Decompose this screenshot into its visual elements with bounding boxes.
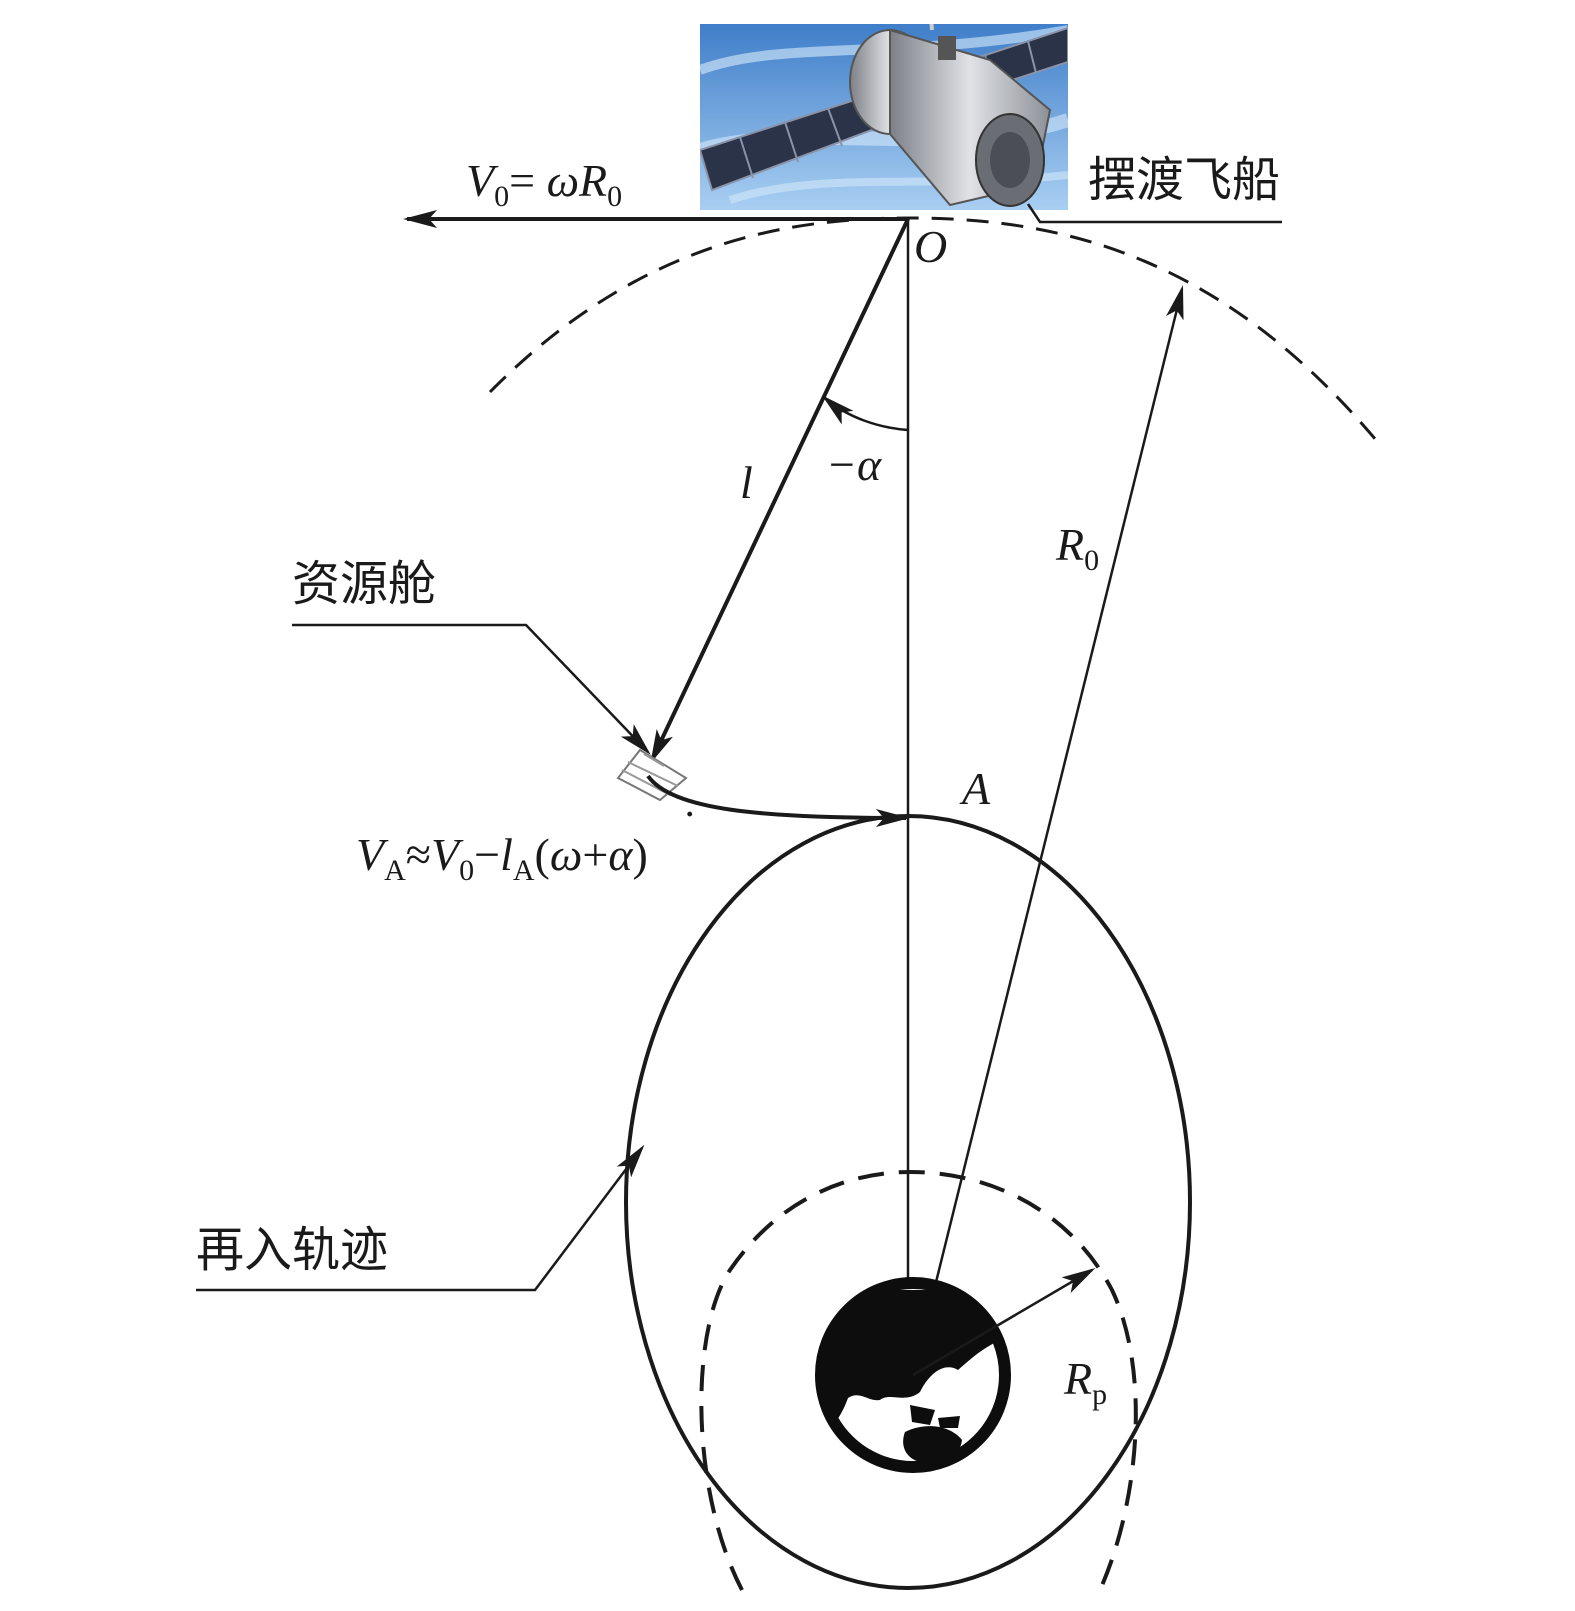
- r0-arrow: [911, 285, 1184, 1376]
- angle-arc: [821, 395, 909, 432]
- atmosphere-boundary: [699, 1169, 1138, 1591]
- reentry-label: 再入轨迹: [196, 1222, 388, 1278]
- capsule-icon: [616, 748, 688, 802]
- ferry-leader: [1026, 203, 1282, 224]
- earth-icon: [815, 1277, 1011, 1473]
- rp-label: Rp: [1063, 1353, 1107, 1411]
- r0-label: R0: [1055, 519, 1099, 577]
- satellite-icon: [700, 24, 1068, 210]
- angle-label: −α: [826, 439, 882, 490]
- transfer-path: [646, 774, 910, 827]
- capsule-leader: [292, 623, 651, 755]
- alpha-dot: ˙: [682, 801, 697, 852]
- point-a-label: A: [959, 763, 991, 814]
- orbit-arc: [488, 216, 1378, 441]
- va-equation: VA≈V0−lA(ω+α): [356, 829, 648, 887]
- origin-label: O: [914, 221, 947, 272]
- tether-label: l: [740, 457, 753, 508]
- rp-arrow: [912, 1267, 1096, 1377]
- v0-equation: V0= ωR0: [466, 155, 622, 213]
- capsule-label: 资源舱: [292, 556, 436, 612]
- ferry-label: 摆渡飞船: [1088, 152, 1280, 208]
- tether-line: [650, 218, 910, 764]
- reentry-trajectory: [624, 814, 1192, 1590]
- reentry-leader: [196, 1144, 645, 1292]
